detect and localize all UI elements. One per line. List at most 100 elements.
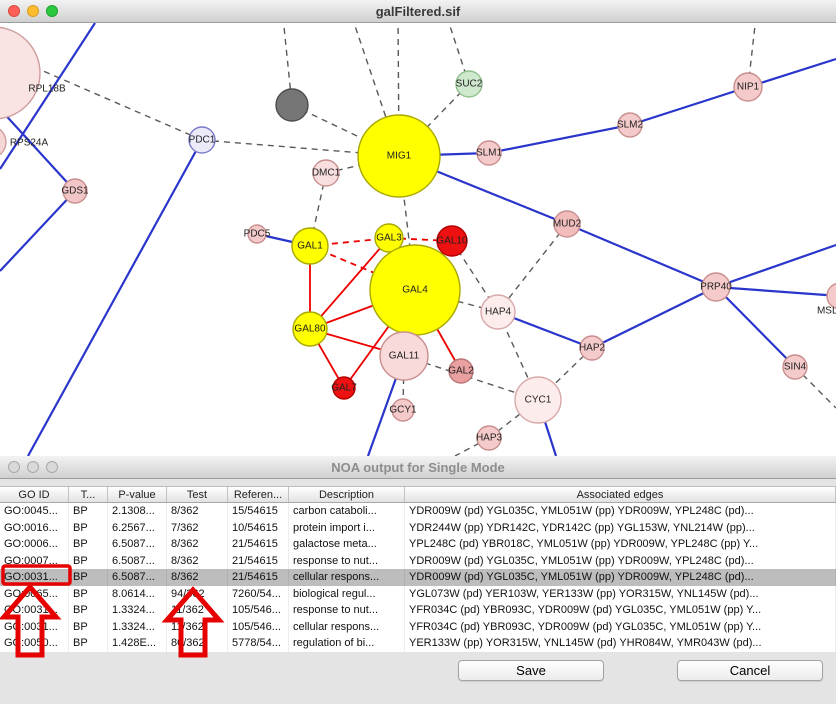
graph-node-label-RPL18B: RPL18B: [28, 84, 66, 95]
graph-edge[interactable]: [309, 237, 390, 330]
column-header-associated-edges[interactable]: Associated edges: [405, 487, 836, 502]
table-cell: carbon cataboli...: [289, 503, 405, 520]
table-cell: 6.5087...: [108, 536, 167, 553]
graph-edge[interactable]: [629, 85, 749, 127]
graph-node-GAL2[interactable]: [448, 358, 474, 384]
column-header-description[interactable]: Description: [289, 487, 405, 502]
graph-node-label-PDC5: PDC5: [244, 229, 271, 240]
graph-node-SUC2[interactable]: [455, 70, 483, 98]
table-cell: BP: [69, 569, 108, 586]
graph-node-RPS24A[interactable]: [0, 126, 7, 158]
minimize-button[interactable]: [27, 461, 39, 473]
graph-node-SIN4[interactable]: [782, 354, 808, 380]
graph-node-label-MUD2: MUD2: [553, 219, 582, 230]
column-header-p-value[interactable]: P-value: [108, 487, 167, 502]
graph-edge[interactable]: [0, 23, 96, 170]
minimize-button[interactable]: [27, 5, 39, 17]
graph-node-MIG1[interactable]: [357, 114, 441, 198]
graph-node-SLM2[interactable]: [617, 112, 643, 138]
graph-edge[interactable]: [794, 366, 836, 409]
table-cell: 8/362: [167, 552, 228, 569]
graph-edge[interactable]: [566, 222, 717, 289]
graph-edge[interactable]: [715, 286, 796, 368]
graph-edge[interactable]: [715, 285, 836, 297]
graph-node-gray-node[interactable]: [275, 88, 309, 122]
table-cell: BP: [69, 585, 108, 602]
graph-node-PRP40[interactable]: [701, 272, 731, 302]
graph-node-label-RPS24A: RPS24A: [10, 138, 49, 149]
graph-node-label-GAL11: GAL11: [389, 351, 420, 362]
graph-node-SLM1[interactable]: [476, 140, 502, 166]
table-cell: 11/362: [167, 602, 228, 619]
graph-node-HAP3[interactable]: [476, 425, 502, 451]
graph-node-PDC1[interactable]: [188, 126, 216, 154]
zoom-button[interactable]: [46, 461, 58, 473]
graph-node-label-GCY1: GCY1: [389, 405, 417, 416]
close-button[interactable]: [8, 461, 20, 473]
graph-edge[interactable]: [33, 66, 203, 141]
graph-node-RPL18B[interactable]: [0, 26, 41, 120]
window-controls: [8, 5, 58, 17]
graph-edge[interactable]: [282, 23, 293, 106]
graph-node-GCY1[interactable]: [391, 398, 415, 422]
close-button[interactable]: [8, 5, 20, 17]
graph-edge[interactable]: [488, 123, 631, 155]
graph-node-CYC1[interactable]: [514, 376, 562, 424]
graph-node-GAL3[interactable]: [374, 223, 404, 253]
table-cell: 1.3324...: [108, 618, 167, 635]
table-cell: regulation of bi...: [289, 635, 405, 652]
network-canvas[interactable]: RPL18BRPS24AGDS1PDC1MIG1SUC2SLM1SLM2NIP1…: [0, 23, 836, 456]
graph-node-GAL7[interactable]: [332, 376, 356, 400]
column-header-t-[interactable]: T...: [69, 487, 108, 502]
graph-edge[interactable]: [27, 139, 203, 456]
table-cell: 6.5087...: [108, 552, 167, 569]
graph-edge[interactable]: [309, 245, 416, 291]
graph-edge[interactable]: [398, 83, 470, 157]
table-cell: 21/54615: [228, 552, 289, 569]
cancel-button[interactable]: Cancel: [677, 660, 823, 681]
table-cell: GO:0031...: [0, 569, 69, 586]
graph-edge[interactable]: [715, 243, 836, 289]
graph-node-label-GAL10: GAL10: [436, 236, 468, 247]
graph-node-MSL5[interactable]: [826, 282, 836, 310]
graph-node-GAL11[interactable]: [379, 331, 429, 381]
graph-node-GAL80[interactable]: [292, 311, 328, 347]
graph-edge[interactable]: [0, 108, 76, 192]
table-cell: BP: [69, 635, 108, 652]
graph-edge[interactable]: [497, 223, 568, 313]
graph-node-GDS1[interactable]: [62, 178, 88, 204]
table-cell: GO:0065...: [0, 585, 69, 602]
zoom-button[interactable]: [46, 5, 58, 17]
graph-node-MUD2[interactable]: [553, 210, 581, 238]
save-button[interactable]: Save: [458, 660, 604, 681]
graph-edge[interactable]: [0, 190, 76, 272]
graph-node-HAP4[interactable]: [480, 294, 516, 330]
column-header-referen-[interactable]: Referen...: [228, 487, 289, 502]
network-window-titlebar[interactable]: galFiltered.sif: [0, 0, 836, 23]
table-cell: protein import i...: [289, 519, 405, 536]
noa-window-titlebar[interactable]: NOA output for Single Mode: [0, 456, 836, 479]
column-header-test[interactable]: Test: [167, 487, 228, 502]
graph-edge[interactable]: [747, 57, 836, 89]
graph-node-HAP2[interactable]: [579, 335, 605, 361]
graph-edge[interactable]: [591, 286, 717, 349]
graph-node-NIP1[interactable]: [733, 72, 763, 102]
table-cell: 7260/54...: [228, 585, 289, 602]
graph-node-DMC1[interactable]: [312, 159, 340, 187]
graph-node-PDC5[interactable]: [247, 224, 267, 244]
graph-edge[interactable]: [291, 104, 400, 157]
table-cell: cellular respons...: [289, 618, 405, 635]
graph-node-GAL1[interactable]: [291, 227, 329, 265]
table-cell: 21/54615: [228, 536, 289, 553]
graph-node-GAL10[interactable]: [436, 225, 468, 257]
column-header-go-id[interactable]: GO ID: [0, 487, 69, 502]
